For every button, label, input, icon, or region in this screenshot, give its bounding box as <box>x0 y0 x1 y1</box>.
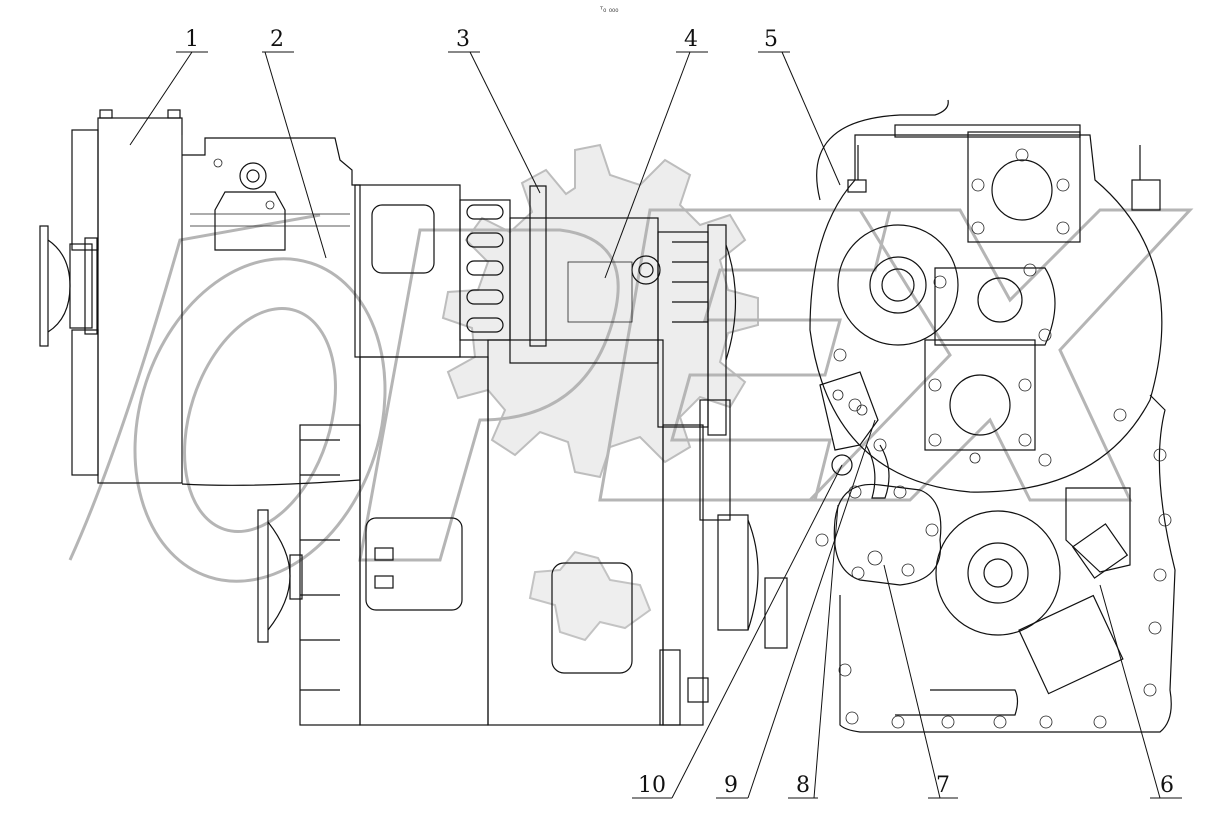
output-flange-left <box>257 509 303 643</box>
header-mark: ᵀ₀ ₀₀₀ <box>599 5 618 14</box>
oil-sump <box>839 394 1176 733</box>
main-housing <box>181 137 361 486</box>
side-view <box>39 109 788 726</box>
output-shaft-flange <box>935 510 1061 636</box>
end-view <box>809 99 1176 733</box>
upper-housing-bolts <box>833 263 1127 467</box>
leader-lines <box>129 51 1182 799</box>
callout-3: 3 <box>456 27 470 52</box>
speed-sensor <box>1071 523 1129 579</box>
callout-1: 1 <box>185 27 199 52</box>
callout-7: 7 <box>936 773 950 798</box>
input-flange <box>39 225 98 347</box>
callout-9: 9 <box>724 773 738 798</box>
callout-4: 4 <box>684 27 698 52</box>
oil-pump <box>833 483 942 586</box>
callout-10: 10 <box>638 773 666 798</box>
callout-5: 5 <box>764 27 778 52</box>
callout-8: 8 <box>796 773 810 798</box>
torque-converter-housing <box>71 109 183 484</box>
sump-bolts <box>838 448 1172 729</box>
gearbox-block <box>354 184 737 436</box>
callout-6: 6 <box>1160 773 1174 798</box>
bracket <box>819 371 879 451</box>
watermark-logo <box>68 143 1194 642</box>
upper-housing <box>809 134 1163 493</box>
callout-2: 2 <box>270 27 284 52</box>
top-flange <box>894 124 1081 138</box>
input-shaft-flange <box>837 224 959 346</box>
lower-housing <box>299 339 788 726</box>
callout-labels: 1 2 3 4 5 6 7 8 9 10 <box>185 27 1174 798</box>
watermark-gear <box>441 143 759 642</box>
breather-pipe <box>816 99 949 201</box>
middle-cover <box>924 339 1036 451</box>
top-cover <box>967 131 1081 243</box>
